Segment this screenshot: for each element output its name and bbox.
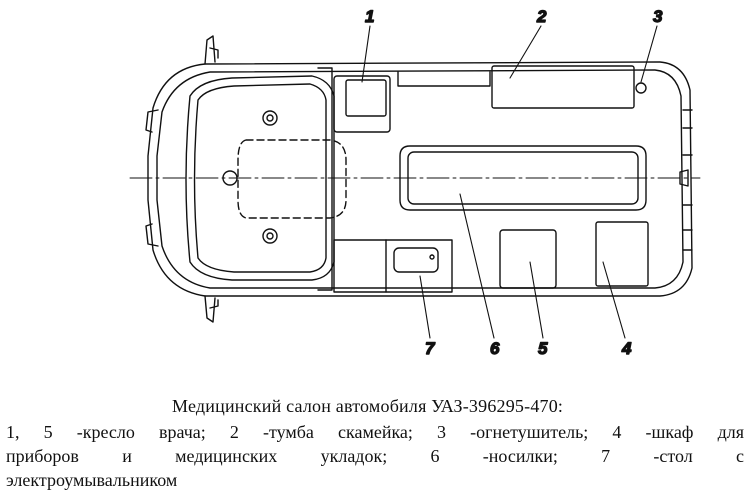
roof-hatch	[237, 139, 347, 219]
roof-vent-lower-inner	[266, 232, 274, 240]
stretcher	[399, 145, 647, 211]
roof-vent-upper-inner	[266, 114, 274, 122]
rear-hinges	[682, 109, 693, 251]
roof-vent-upper	[262, 110, 278, 126]
callout-1: 1	[365, 7, 374, 26]
washbasin-sink	[393, 247, 439, 273]
wall-niche	[397, 71, 491, 87]
callout-7: 7	[425, 339, 436, 358]
stretcher-inner	[407, 151, 639, 205]
cab-roof	[185, 75, 335, 281]
caption-legend-line-2: приборов и медицинских укладок; 6 -носил…	[6, 446, 744, 466]
cab-partition	[317, 67, 333, 291]
callout-4: 4	[621, 339, 632, 358]
instrument-cabinet	[595, 221, 649, 287]
vehicle-floor-plan: 1 2 3 4 5 6 7	[129, 6, 701, 359]
roof-vent-lower	[262, 228, 278, 244]
washbasin-tap	[429, 254, 435, 260]
doctor-seat-1-inner	[345, 79, 387, 117]
table-washbasin	[333, 239, 453, 293]
doctor-seat-5	[499, 229, 557, 289]
callout-5: 5	[538, 339, 548, 358]
bench-cabinet	[491, 65, 635, 109]
caption-title: Медицинский салон автомобиля УАЗ-396295-…	[172, 396, 564, 416]
front-bumper	[145, 109, 159, 247]
callout-6: 6	[490, 339, 500, 358]
fire-extinguisher	[635, 82, 647, 94]
callout-3: 3	[653, 7, 663, 26]
caption-legend-line-3: электроумывальником	[6, 470, 178, 490]
rear-lamp	[679, 169, 689, 187]
roof-lamp	[222, 170, 238, 186]
caption-legend-line-1: 1, 5 -кресло врача; 2 -тумба скамейка; 3…	[6, 422, 744, 442]
vehicle-body-outline	[147, 61, 693, 297]
mirror-right	[204, 295, 219, 323]
vehicle-body-inner	[156, 69, 684, 289]
cab-roof-inner	[193, 83, 327, 273]
callout-2: 2	[536, 7, 547, 26]
mirror-left	[204, 35, 219, 65]
doctor-seat-1	[333, 75, 391, 133]
leader-lines	[361, 25, 658, 339]
